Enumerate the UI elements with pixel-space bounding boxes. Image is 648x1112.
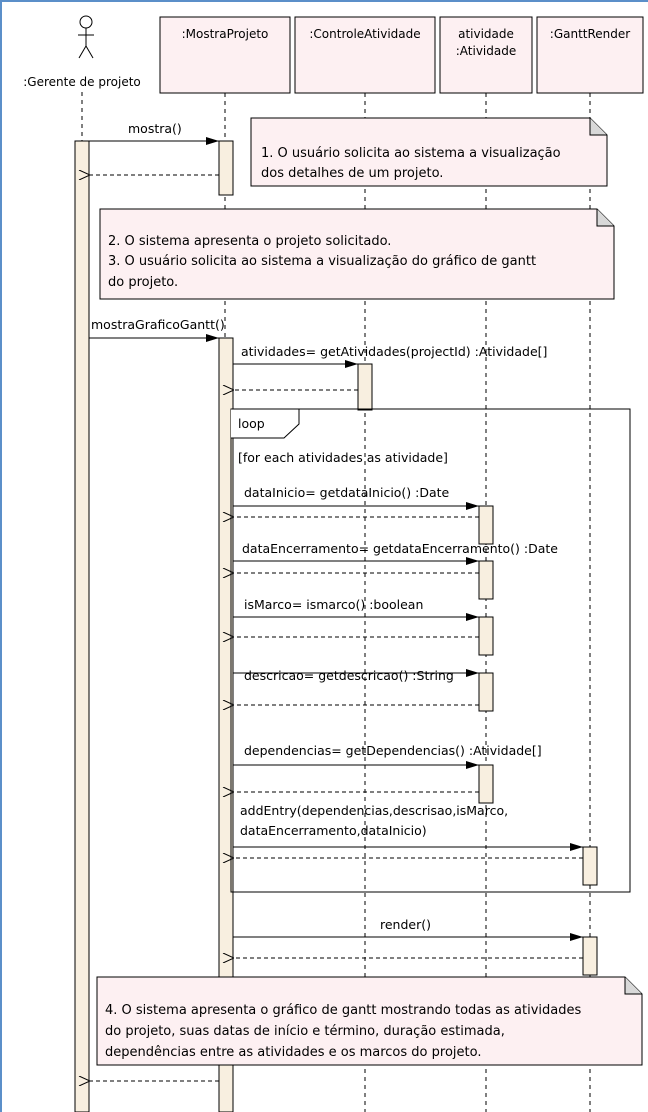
note-1-line-2: dos detalhes de um projeto.: [261, 166, 443, 181]
note-1-line-1: 1. O usuário solicita ao sistema a visua…: [261, 146, 561, 161]
lifeline-label-controle: :ControleAtividade: [309, 27, 420, 41]
loop-fragment: loop [for each atividades as atividade]: [230, 408, 631, 893]
activation-controle: [357, 363, 373, 411]
note-2-line-1: 2. O sistema apresenta o projeto solicit…: [108, 234, 391, 249]
message-is-marco-label: isMarco= ismarco() :boolean: [244, 597, 423, 612]
note-1: 1. O usuário solicita ao sistema a visua…: [250, 117, 608, 187]
message-data-inicio-label: dataInicio= getdataInicio() :Date: [244, 485, 450, 500]
message-get-atividades-label: atividades= getAtividades(projectId) :At…: [241, 344, 547, 359]
note-3-line-2: do projeto, suas datas de início e térmi…: [105, 1024, 505, 1039]
message-data-encerramento-label: dataEncerramento= getdataEncerramento() …: [242, 541, 558, 556]
lifeline-header-gantt: :GanttRender: [536, 16, 644, 94]
actor-leg-left-icon: [78, 45, 87, 59]
note-3-line-1: 4. O sistema apresenta o gráfico de gant…: [105, 1003, 582, 1018]
lifeline-header-atividade: atividade :Atividade: [439, 16, 533, 94]
message-render-label: render(): [380, 917, 431, 932]
message-mostra-grafico-label: mostraGraficoGantt(): [91, 317, 225, 332]
activation-gantt-1: [582, 846, 598, 886]
lifeline-label-gantt: :GanttRender: [550, 27, 630, 41]
activation-mostra-1: [218, 140, 234, 196]
lifeline-label-mostra: :MostraProjeto: [182, 27, 269, 41]
lifeline-label-atividade-2: :Atividade: [456, 44, 517, 58]
loop-guard: [for each atividades as atividade]: [238, 450, 448, 465]
lifeline-header-mostra: :MostraProjeto: [159, 16, 291, 94]
activation-gantt-2: [582, 936, 598, 976]
actor-label: :Gerente de projeto: [23, 75, 141, 89]
activation-mostra-2: [218, 337, 234, 1112]
actor-gerente: :Gerente de projeto: [23, 15, 141, 89]
note-3: 4. O sistema apresenta o gráfico de gant…: [96, 976, 643, 1066]
activation-atividade-4: [478, 672, 494, 712]
note-2: 2. O sistema apresenta o projeto solicit…: [99, 208, 615, 300]
note-2-line-3: do projeto.: [108, 275, 178, 290]
activation-atividade-5: [478, 764, 494, 804]
message-dependencias-label: dependencias= getDependencias() :Ativida…: [244, 743, 542, 758]
frame-border-top: [0, 0, 648, 2]
message-add-entry-label-1: addEntry(dependencias,descrisao,isMarco,: [240, 803, 508, 818]
loop-label: loop: [238, 416, 265, 431]
lifeline-header-controle: :ControleAtividade: [294, 16, 436, 94]
frame-border-left: [0, 0, 2, 1112]
lifeline-label-atividade-1: atividade: [458, 27, 514, 41]
message-mostra-label: mostra(): [128, 121, 182, 136]
activation-atividade-1: [478, 505, 494, 545]
activation-gerente: [74, 140, 90, 1112]
actor-leg-right-icon: [85, 45, 94, 59]
note-3-line-3: dependências entre as atividades e os ma…: [105, 1045, 481, 1060]
message-descricao-label: descricao= getdescricao() :String: [244, 668, 454, 683]
actor-head-icon: [79, 15, 93, 29]
message-add-entry-label-2: dataEncerramento,dataInicio): [240, 823, 427, 838]
activation-atividade-2: [478, 560, 494, 600]
note-2-line-2: 3. O usuário solicita ao sistema a visua…: [108, 254, 536, 269]
activation-atividade-3: [478, 616, 494, 656]
